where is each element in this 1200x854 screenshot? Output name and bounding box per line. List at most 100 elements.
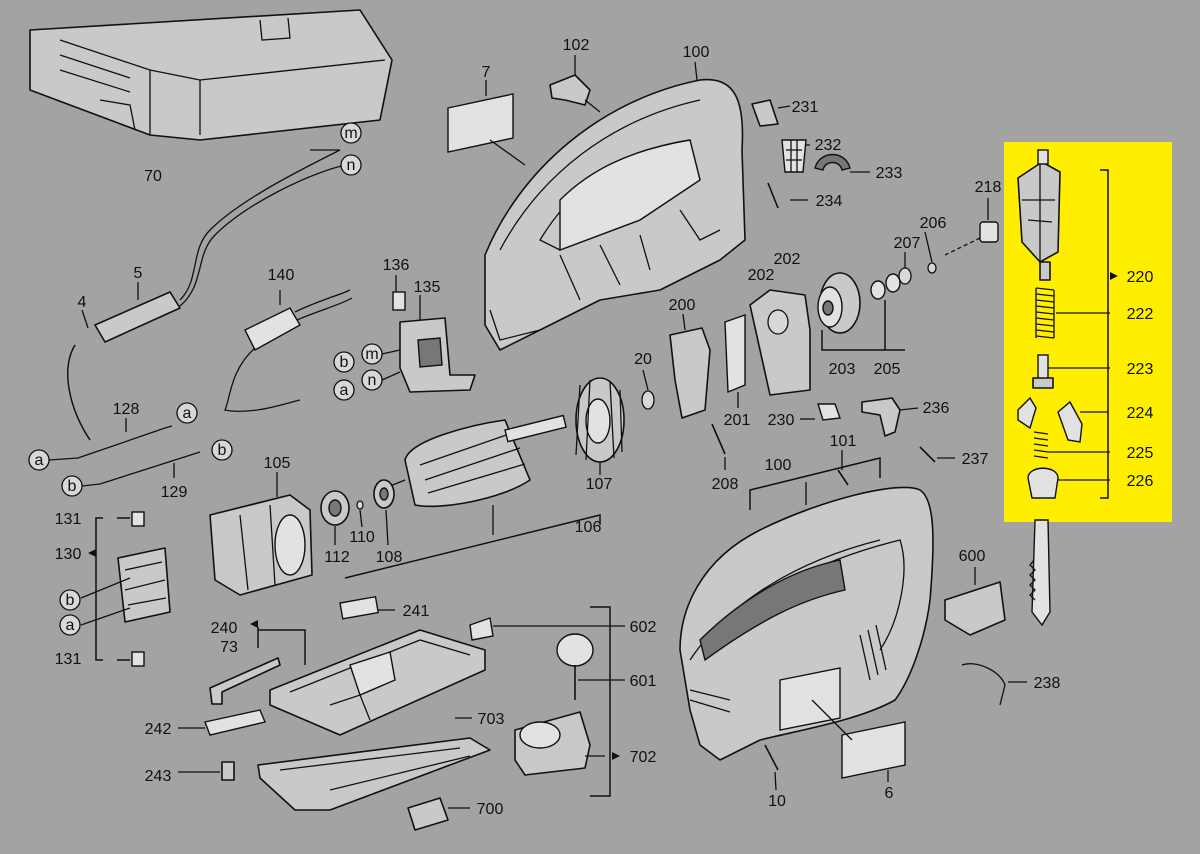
label-233: 233 bbox=[876, 165, 903, 182]
part-70-case bbox=[29, 9, 393, 141]
label-10: 10 bbox=[768, 793, 786, 810]
part-207-washer bbox=[898, 267, 912, 285]
label-6: 6 bbox=[885, 785, 894, 802]
svg-text:n: n bbox=[368, 372, 377, 389]
wire-marker-b1: b bbox=[333, 351, 355, 373]
label-243: 243 bbox=[145, 768, 172, 785]
part-243 bbox=[221, 761, 235, 781]
part-6-label bbox=[841, 721, 906, 779]
label-73: 73 bbox=[220, 639, 238, 656]
label-135: 135 bbox=[414, 279, 441, 296]
label-700: 700 bbox=[477, 801, 504, 818]
svg-text:a: a bbox=[340, 382, 349, 399]
svg-text:m: m bbox=[344, 125, 357, 142]
arrow-702 bbox=[612, 752, 620, 760]
part-601-disk bbox=[556, 633, 594, 667]
label-208: 208 bbox=[712, 476, 739, 493]
label-237: 237 bbox=[962, 451, 989, 468]
label-231: 231 bbox=[792, 99, 819, 116]
part-236 bbox=[861, 397, 901, 437]
part-241 bbox=[339, 595, 380, 620]
label-101: 101 bbox=[830, 433, 857, 450]
part-234 bbox=[767, 182, 779, 209]
label-223: 223 bbox=[1127, 361, 1154, 378]
label-205: 205 bbox=[874, 361, 901, 378]
part-200 bbox=[669, 327, 711, 419]
label-601: 601 bbox=[630, 673, 657, 690]
part-101 bbox=[837, 469, 849, 486]
svg-text:b: b bbox=[340, 354, 349, 371]
part-240-base-plate bbox=[269, 629, 486, 736]
wire-marker-b3: b bbox=[61, 475, 83, 497]
label-105: 105 bbox=[264, 455, 291, 472]
part-224-left bbox=[1017, 396, 1037, 430]
label-128: 128 bbox=[113, 401, 140, 418]
label-222: 222 bbox=[1127, 306, 1154, 323]
wire-marker-n2: n bbox=[361, 369, 383, 391]
svg-text:m: m bbox=[365, 346, 378, 363]
part-73-key bbox=[209, 657, 281, 705]
label-230: 230 bbox=[768, 412, 795, 429]
part-5-sleeve bbox=[94, 291, 181, 343]
label-206: 206 bbox=[920, 215, 947, 232]
wire-marker-b2: b bbox=[211, 439, 233, 461]
label-130: 130 bbox=[55, 546, 82, 563]
label-225: 225 bbox=[1127, 445, 1154, 462]
label-100-bottom: 100 bbox=[765, 457, 792, 474]
label-240: 240 bbox=[211, 620, 238, 637]
part-232 bbox=[781, 139, 807, 173]
part-105-stator bbox=[209, 494, 313, 596]
part-224-right bbox=[1057, 400, 1083, 443]
part-128-wire bbox=[77, 427, 166, 459]
wire-marker-n1: n bbox=[340, 154, 362, 176]
label-129: 129 bbox=[161, 484, 188, 501]
label-100-top: 100 bbox=[683, 44, 710, 61]
label-102: 102 bbox=[563, 37, 590, 54]
svg-text:b: b bbox=[218, 442, 227, 459]
svg-text:a: a bbox=[66, 617, 75, 634]
part-231 bbox=[751, 99, 779, 127]
label-232: 232 bbox=[815, 137, 842, 154]
label-5: 5 bbox=[134, 265, 143, 282]
part-131-top bbox=[131, 511, 145, 527]
label-136: 136 bbox=[383, 257, 410, 274]
wire-marker-b4: b bbox=[59, 589, 81, 611]
label-4: 4 bbox=[78, 294, 87, 311]
wire-marker-a4: a bbox=[59, 614, 81, 636]
part-202 bbox=[749, 289, 811, 396]
label-241: 241 bbox=[403, 603, 430, 620]
svg-text:b: b bbox=[68, 478, 77, 495]
wire-marker-m1: m bbox=[340, 122, 362, 144]
label-140: 140 bbox=[268, 267, 295, 284]
arrow-220 bbox=[1110, 272, 1118, 280]
label-234: 234 bbox=[816, 193, 843, 210]
label-600: 600 bbox=[959, 548, 986, 565]
label-200: 200 bbox=[669, 297, 696, 314]
part-136 bbox=[392, 291, 406, 311]
label-207: 207 bbox=[894, 235, 921, 252]
part-140 bbox=[244, 307, 301, 351]
part-230 bbox=[817, 403, 841, 421]
label-112: 112 bbox=[324, 549, 350, 566]
part-110 bbox=[356, 500, 364, 510]
label-7: 7 bbox=[482, 64, 491, 81]
label-110: 110 bbox=[349, 529, 375, 546]
label-108: 108 bbox=[376, 549, 403, 566]
svg-text:a: a bbox=[183, 405, 192, 422]
label-20: 20 bbox=[634, 351, 652, 368]
part-226-cap bbox=[1027, 467, 1059, 499]
label-703: 703 bbox=[478, 711, 505, 728]
label-106: 106 bbox=[575, 519, 602, 536]
label-203: 203 bbox=[829, 361, 856, 378]
label-602: 602 bbox=[630, 619, 657, 636]
label-224: 224 bbox=[1127, 405, 1154, 422]
part-10 bbox=[764, 744, 779, 771]
svg-text:n: n bbox=[347, 157, 356, 174]
part-129-wire bbox=[99, 451, 201, 485]
part-223-screw bbox=[1032, 354, 1054, 389]
part-206 bbox=[927, 262, 937, 274]
label-201: 201 bbox=[724, 412, 751, 429]
part-218 bbox=[979, 221, 999, 243]
part-238 bbox=[961, 663, 1006, 706]
